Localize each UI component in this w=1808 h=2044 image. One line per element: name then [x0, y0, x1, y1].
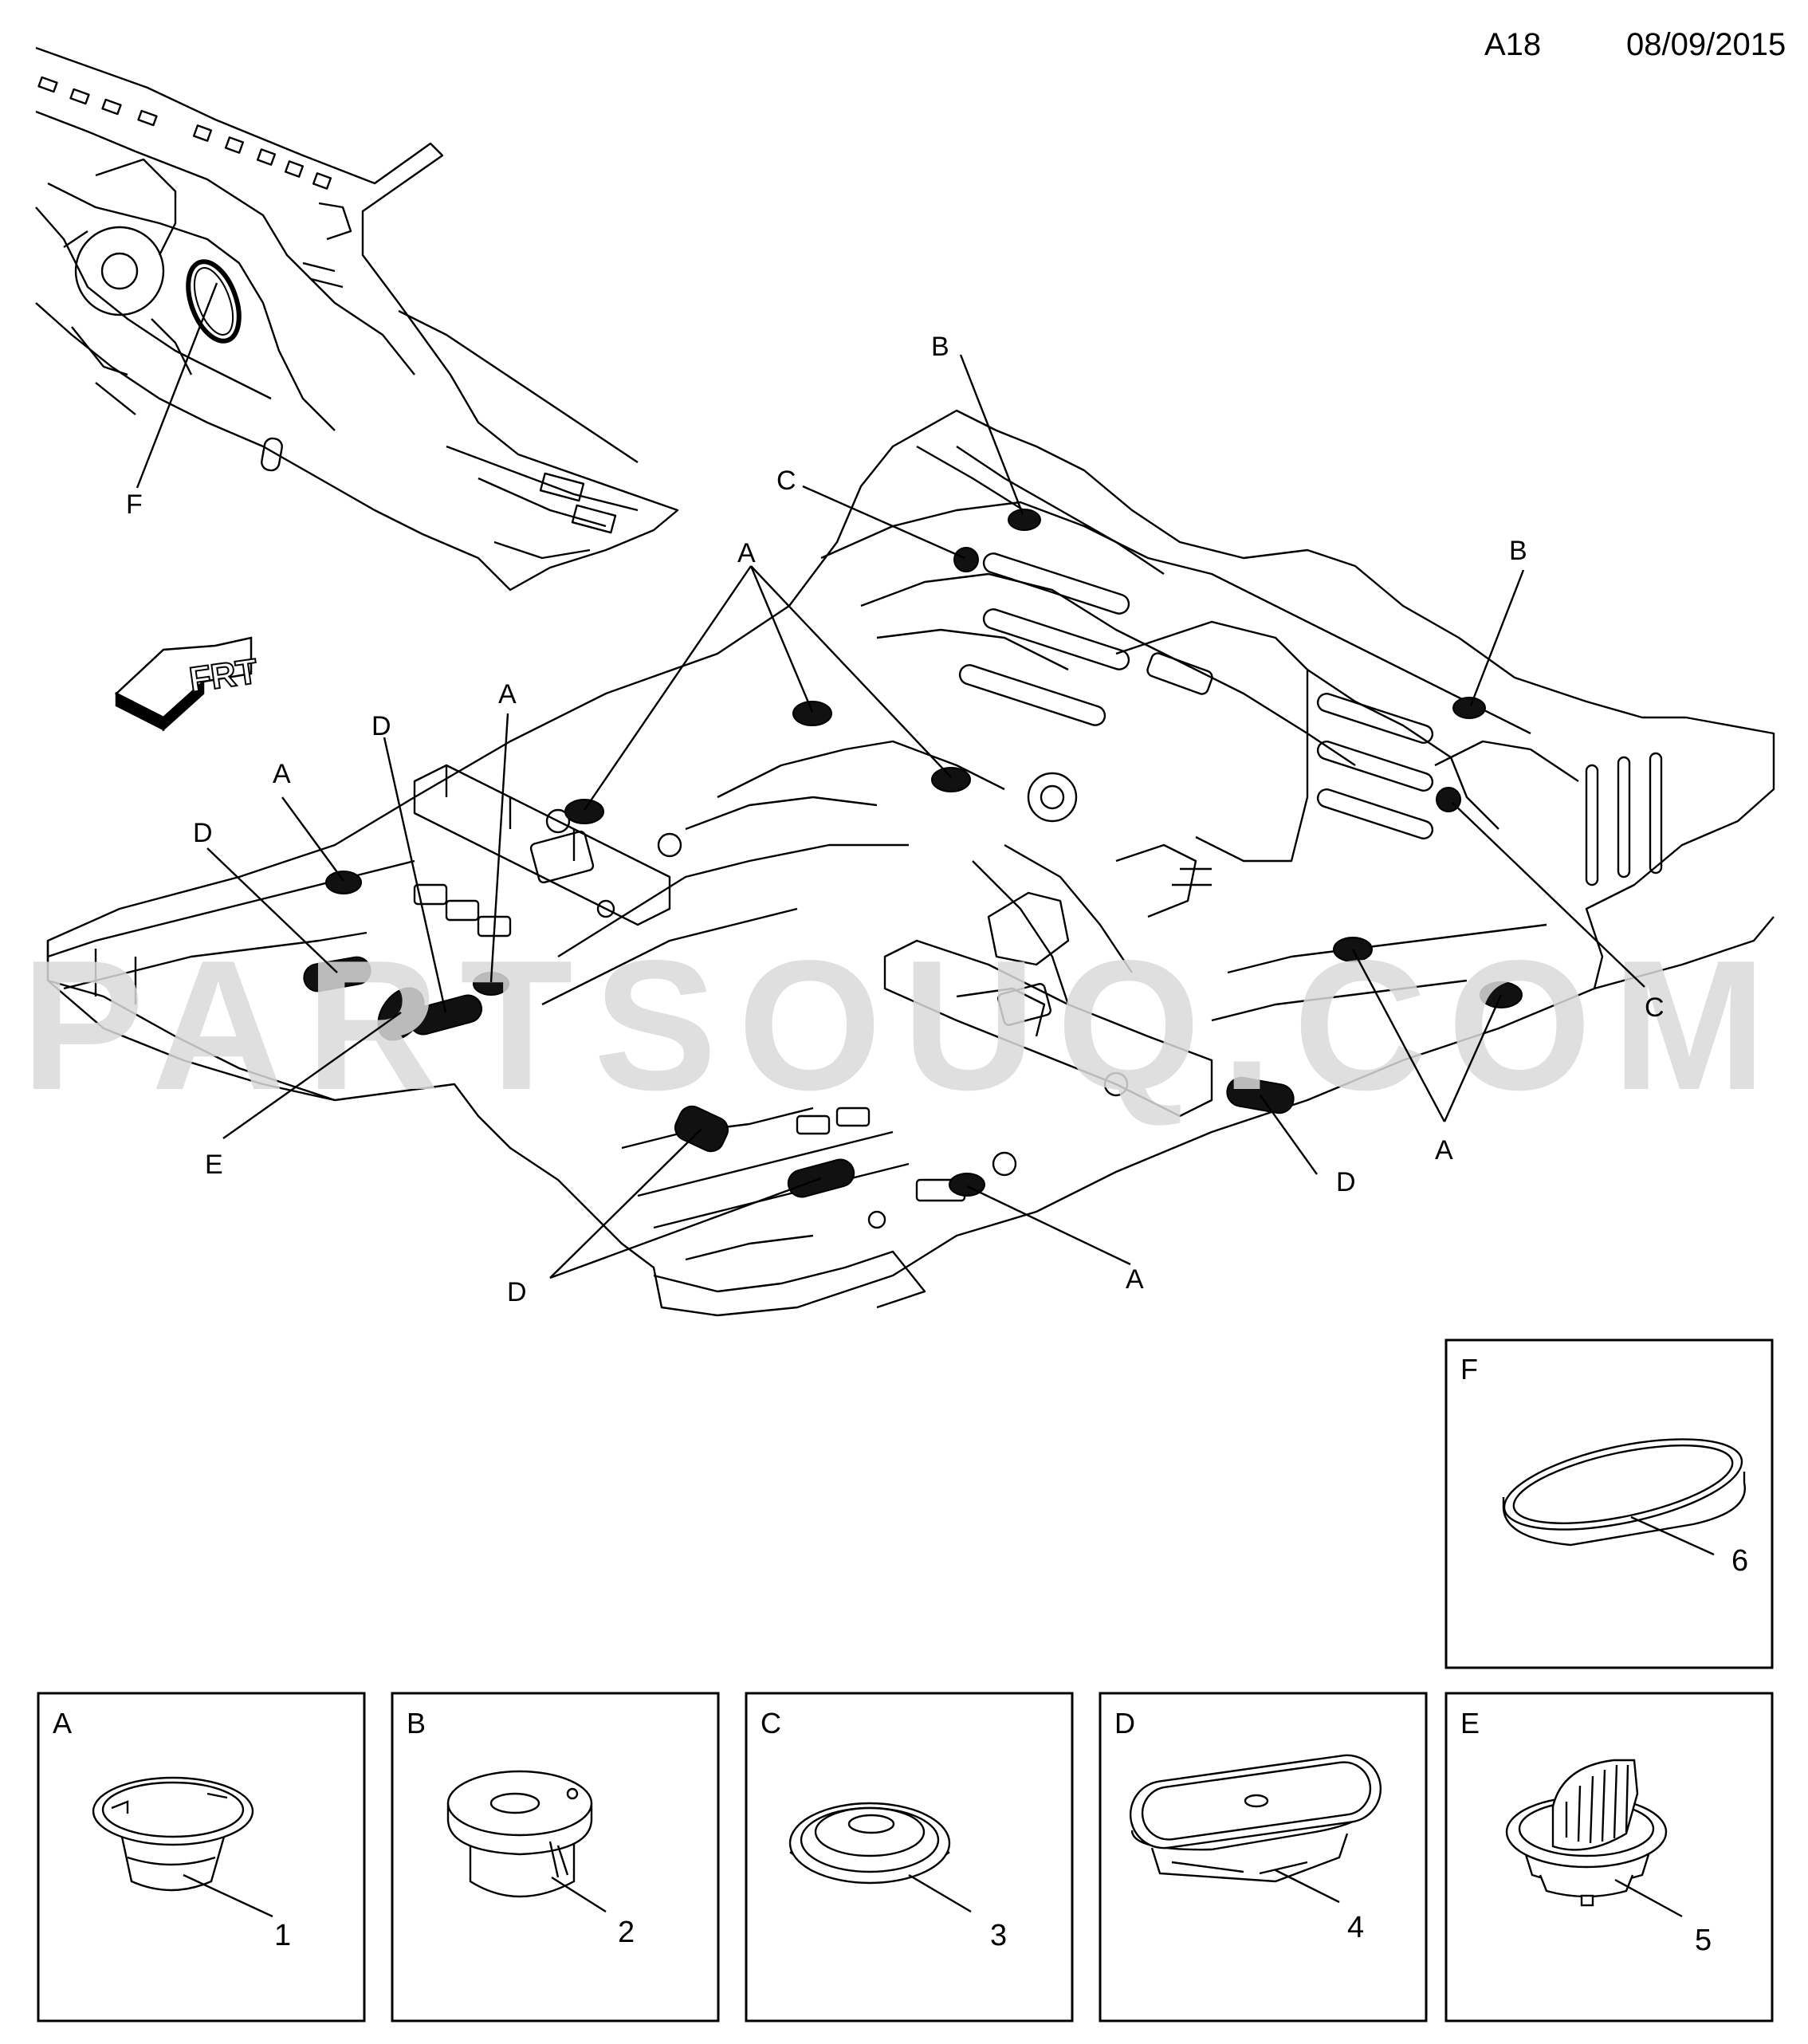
callout-a-mid: A	[498, 679, 517, 710]
panel-a-letter: A	[53, 1707, 72, 1739]
callout-a-left: A	[273, 759, 291, 789]
detail-panel-f: F 6	[1444, 1338, 1774, 1669]
rear-panel-inset	[35, 46, 679, 592]
callout-d-left: D	[193, 818, 213, 848]
floor-pan-body	[46, 409, 1775, 1317]
callout-d-bottom: D	[507, 1277, 527, 1307]
callout-a-bottom: A	[1126, 1264, 1144, 1295]
a-plug-location	[931, 767, 971, 792]
oval-plug-icon	[1129, 1754, 1382, 1883]
callout-f: F	[126, 489, 143, 520]
dome-plug-icon	[788, 1802, 951, 1885]
rear-panel-slots	[37, 76, 617, 534]
part-number-5: 5	[1695, 1924, 1712, 1957]
leader-lines	[136, 282, 1645, 1279]
a-plug-location	[792, 701, 832, 726]
callout-c-right: C	[1645, 993, 1665, 1023]
panel-f-letter: F	[1460, 1353, 1478, 1386]
stepped-plug-icon	[446, 1770, 593, 1898]
callout-b-right: B	[1509, 536, 1527, 566]
a-plug-location	[325, 871, 362, 894]
detail-panel-d: D 4	[1099, 1692, 1428, 2022]
callout-d-mid: D	[371, 711, 391, 741]
panel-c-letter: C	[761, 1707, 781, 1739]
callout-a-right: A	[1435, 1135, 1453, 1165]
callout-c-left: C	[776, 466, 796, 496]
callout-a-top: A	[737, 538, 756, 568]
watermark: PARTSOUQ.COM	[21, 922, 1786, 1129]
page-code: A18	[1484, 27, 1542, 62]
diagram-date: 08/09/2015	[1626, 27, 1786, 62]
panel-d-letter: D	[1114, 1707, 1135, 1739]
flat-oval-plug-icon	[1502, 1438, 1746, 1547]
floor-stampings	[413, 652, 1213, 1229]
detail-panel-e: E 5	[1444, 1692, 1774, 2022]
b-plug-location	[1452, 697, 1486, 719]
e-plug-location	[377, 987, 425, 1041]
front-arrow-icon: FRT	[114, 636, 261, 732]
part-number-3: 3	[990, 1919, 1007, 1952]
c-plug-location	[953, 547, 979, 572]
part-number-4: 4	[1347, 1911, 1364, 1944]
part-number-6: 6	[1731, 1544, 1748, 1578]
panel-e-letter: E	[1460, 1707, 1480, 1739]
callout-e: E	[205, 1150, 223, 1180]
detail-panel-a: A 1	[37, 1692, 366, 2022]
panel-b-letter: B	[407, 1707, 426, 1739]
part-number-1: 1	[274, 1919, 291, 1952]
ribbed-plug-icon	[1505, 1759, 1668, 1907]
f-plug-location	[186, 259, 242, 344]
round-plug-icon	[92, 1776, 254, 1892]
b-plug-location	[1008, 509, 1041, 531]
detail-panel-c: C 3	[745, 1692, 1074, 2022]
callout-d-right: D	[1336, 1167, 1356, 1197]
front-marker-label: FRT	[187, 651, 261, 699]
callout-b-left: B	[931, 332, 949, 362]
a-plug-location	[564, 799, 604, 824]
part-number-2: 2	[618, 1916, 635, 1949]
d-plug-location	[303, 956, 371, 993]
rear-floor-ribs	[958, 552, 1663, 886]
detail-panel-b: B 2	[391, 1692, 720, 2022]
